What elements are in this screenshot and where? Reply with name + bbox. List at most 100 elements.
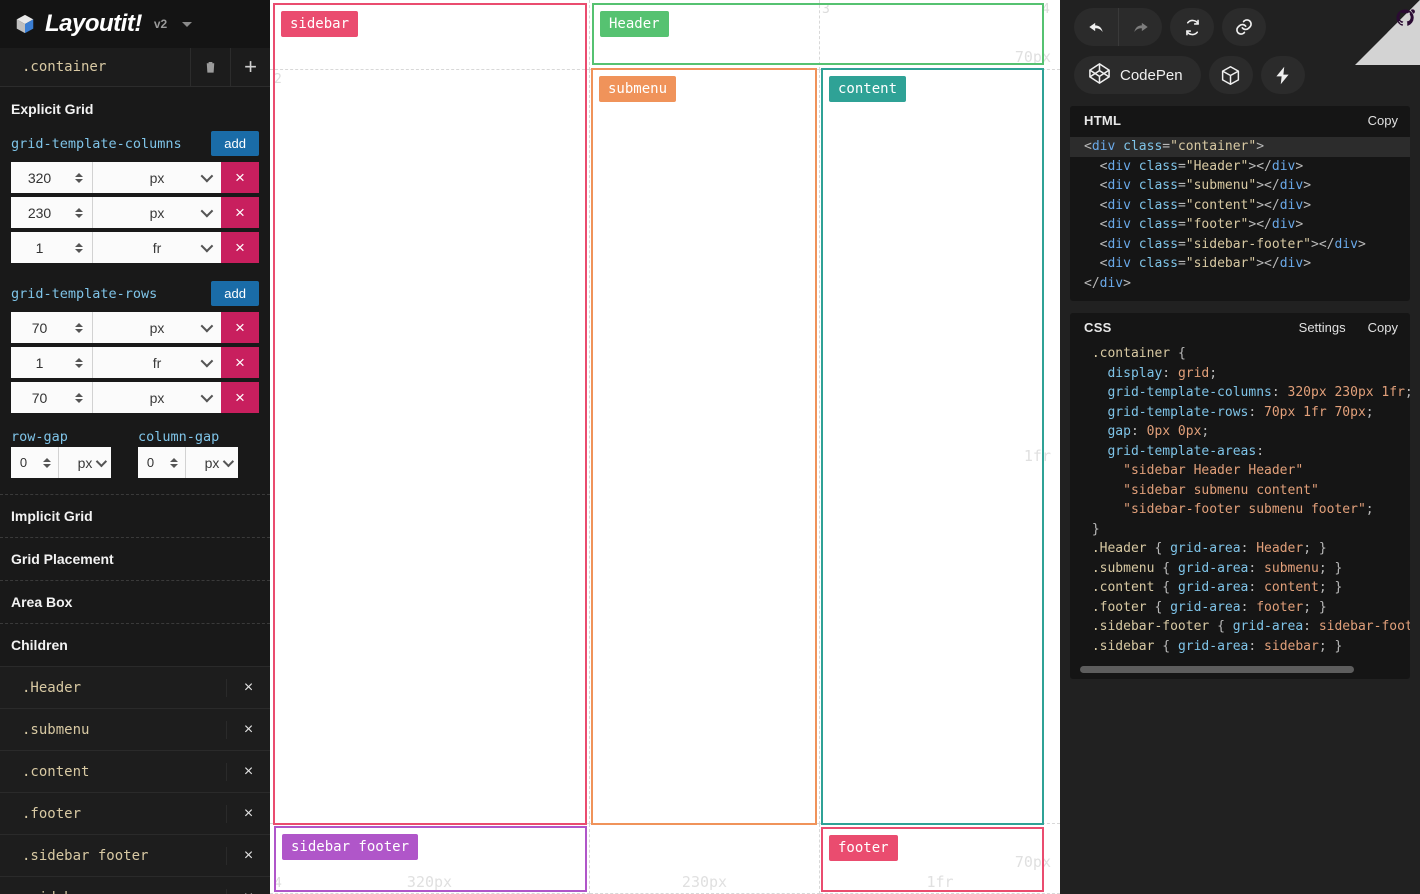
chevron-down-icon xyxy=(200,354,214,368)
grid-preview[interactable]: 70px 2 1fr 4 320px 230px 70px 1fr 3 4 xyxy=(270,0,1060,894)
link-icon[interactable] xyxy=(1222,8,1266,46)
html-code-block[interactable]: <div class="container"> <div class="Head… xyxy=(1070,135,1410,301)
gap-labels: row-gap column-gap xyxy=(0,417,270,447)
remove-row-track-3-button[interactable]: × xyxy=(221,382,259,413)
copy-css-button[interactable]: Copy xyxy=(1367,320,1398,335)
child-name: .footer xyxy=(22,805,82,822)
row-track-3-input[interactable]: 70 xyxy=(11,382,93,413)
redo-icon[interactable] xyxy=(1118,8,1162,46)
stepper-icon[interactable] xyxy=(72,242,86,253)
section-grid-placement[interactable]: Grid Placement xyxy=(0,537,270,580)
app-brand[interactable]: Layoutit! v2 xyxy=(0,0,270,48)
grid-cell-3-1[interactable]: 4 320px xyxy=(270,824,590,894)
row-gap-unit-select[interactable]: px xyxy=(59,447,111,478)
remove-child-button[interactable]: × xyxy=(226,888,270,894)
row-track-1-input[interactable]: 70 xyxy=(11,312,93,343)
column-track-3-unit-select[interactable]: fr xyxy=(93,232,221,263)
grid-line-number-3: 3 xyxy=(822,2,830,17)
refresh-icon[interactable] xyxy=(1170,8,1214,46)
left-sidebar: Layoutit! v2 .container + Explicit Grid … xyxy=(0,0,270,894)
stepper-icon[interactable] xyxy=(72,322,86,333)
section-implicit-grid[interactable]: Implicit Grid xyxy=(0,494,270,537)
column-track-3-input[interactable]: 1 xyxy=(11,232,93,263)
grid-cell-2-3[interactable]: 1fr xyxy=(820,70,1060,824)
remove-row-track-2-button[interactable]: × xyxy=(221,347,259,378)
column-track-2-unit-select[interactable]: px xyxy=(93,197,221,228)
copy-html-button[interactable]: Copy xyxy=(1367,113,1398,128)
css-code-block[interactable]: .container { display: grid; grid-templat… xyxy=(1091,346,1410,654)
child-name: .sidebar footer xyxy=(22,847,149,864)
plus-icon[interactable]: + xyxy=(230,48,270,86)
grid-canvas: 70px 2 1fr 4 320px 230px 70px 1fr xyxy=(270,0,1060,894)
child-item-sidebar-footer[interactable]: .sidebar footer × xyxy=(0,834,270,876)
child-name: .submenu xyxy=(22,721,90,738)
cube-icon xyxy=(14,13,36,35)
remove-child-button[interactable]: × xyxy=(226,678,270,697)
child-item-submenu[interactable]: .submenu × xyxy=(0,708,270,750)
add-column-button[interactable]: add xyxy=(211,131,259,156)
remove-column-track-1-button[interactable]: × xyxy=(221,162,259,193)
remove-child-button[interactable]: × xyxy=(226,762,270,781)
remove-child-button[interactable]: × xyxy=(226,720,270,739)
child-item-footer[interactable]: .footer × xyxy=(0,792,270,834)
css-settings-button[interactable]: Settings xyxy=(1298,320,1346,335)
codepen-button[interactable]: CodePen xyxy=(1074,56,1201,94)
remove-row-track-1-button[interactable]: × xyxy=(221,312,259,343)
stepper-icon[interactable] xyxy=(72,172,86,183)
grid-cell-3-2[interactable]: 230px xyxy=(590,824,820,894)
remove-child-button[interactable]: × xyxy=(226,846,270,865)
remove-child-button[interactable]: × xyxy=(226,804,270,823)
column-track-2-unit: px xyxy=(149,204,165,221)
codepen-icon xyxy=(1088,62,1111,89)
css-horizontal-scrollbar[interactable] xyxy=(1080,666,1354,673)
row-gap-group: 0 px xyxy=(11,447,111,478)
stepper-icon[interactable] xyxy=(167,457,181,468)
cube-icon[interactable] xyxy=(1208,56,1253,94)
grid-cell-1-2[interactable] xyxy=(590,0,820,70)
stepper-icon[interactable] xyxy=(40,457,54,468)
row-track-2-value: 1 xyxy=(35,354,44,371)
column-track-1-input[interactable]: 320 xyxy=(11,162,93,193)
stepper-icon[interactable] xyxy=(72,207,86,218)
html-code-panel: HTML Copy <div class="container"> <div c… xyxy=(1070,106,1410,301)
grid-cell-3-3[interactable]: 70px 1fr xyxy=(820,824,1060,894)
selected-element-name[interactable]: .container xyxy=(22,59,107,75)
row-track-2-unit-select[interactable]: fr xyxy=(93,347,221,378)
child-item-content[interactable]: .content × xyxy=(0,750,270,792)
child-item-sidebar[interactable]: .sidebar × xyxy=(0,876,270,894)
right-panel: CodePen HTML Copy <div class="container"… xyxy=(1060,0,1420,894)
undo-icon[interactable] xyxy=(1074,8,1118,46)
row-track-1-unit-select[interactable]: px xyxy=(93,312,221,343)
grid-cell-1-3[interactable]: 70px xyxy=(820,0,1060,70)
column-gap-group: 0 px xyxy=(138,447,238,478)
grid-cell-2-2[interactable] xyxy=(590,70,820,824)
chevron-down-icon xyxy=(95,455,108,467)
chevron-down-icon xyxy=(200,169,214,183)
add-row-button[interactable]: add xyxy=(211,281,259,306)
column-size-3: 1fr xyxy=(926,873,954,891)
trash-icon[interactable] xyxy=(190,48,230,86)
brand-title: Layoutit! xyxy=(45,10,142,37)
chevron-down-icon xyxy=(200,389,214,403)
column-track-2-value: 230 xyxy=(27,204,52,221)
grid-cell-2-1[interactable]: 2 xyxy=(270,70,590,824)
column-gap-input[interactable]: 0 xyxy=(138,447,186,478)
stepper-icon[interactable] xyxy=(72,357,86,368)
chevron-down-icon[interactable] xyxy=(182,21,193,27)
lightning-icon[interactable] xyxy=(1260,56,1305,94)
column-gap-unit-select[interactable]: px xyxy=(186,447,238,478)
row-track-2-input[interactable]: 1 xyxy=(11,347,93,378)
column-track-1-unit-select[interactable]: px xyxy=(93,162,221,193)
section-children[interactable]: Children xyxy=(0,623,270,666)
stepper-icon[interactable] xyxy=(72,392,86,403)
row-track-3-unit-select[interactable]: px xyxy=(93,382,221,413)
row-gap-unit: px xyxy=(77,454,93,471)
github-octocat-icon[interactable] xyxy=(1355,0,1420,65)
row-gap-input[interactable]: 0 xyxy=(11,447,59,478)
remove-column-track-3-button[interactable]: × xyxy=(221,232,259,263)
column-track-2-input[interactable]: 230 xyxy=(11,197,93,228)
grid-cell-1-1[interactable] xyxy=(270,0,590,70)
section-area-box[interactable]: Area Box xyxy=(0,580,270,623)
remove-column-track-2-button[interactable]: × xyxy=(221,197,259,228)
child-item-header[interactable]: .Header × xyxy=(0,666,270,708)
